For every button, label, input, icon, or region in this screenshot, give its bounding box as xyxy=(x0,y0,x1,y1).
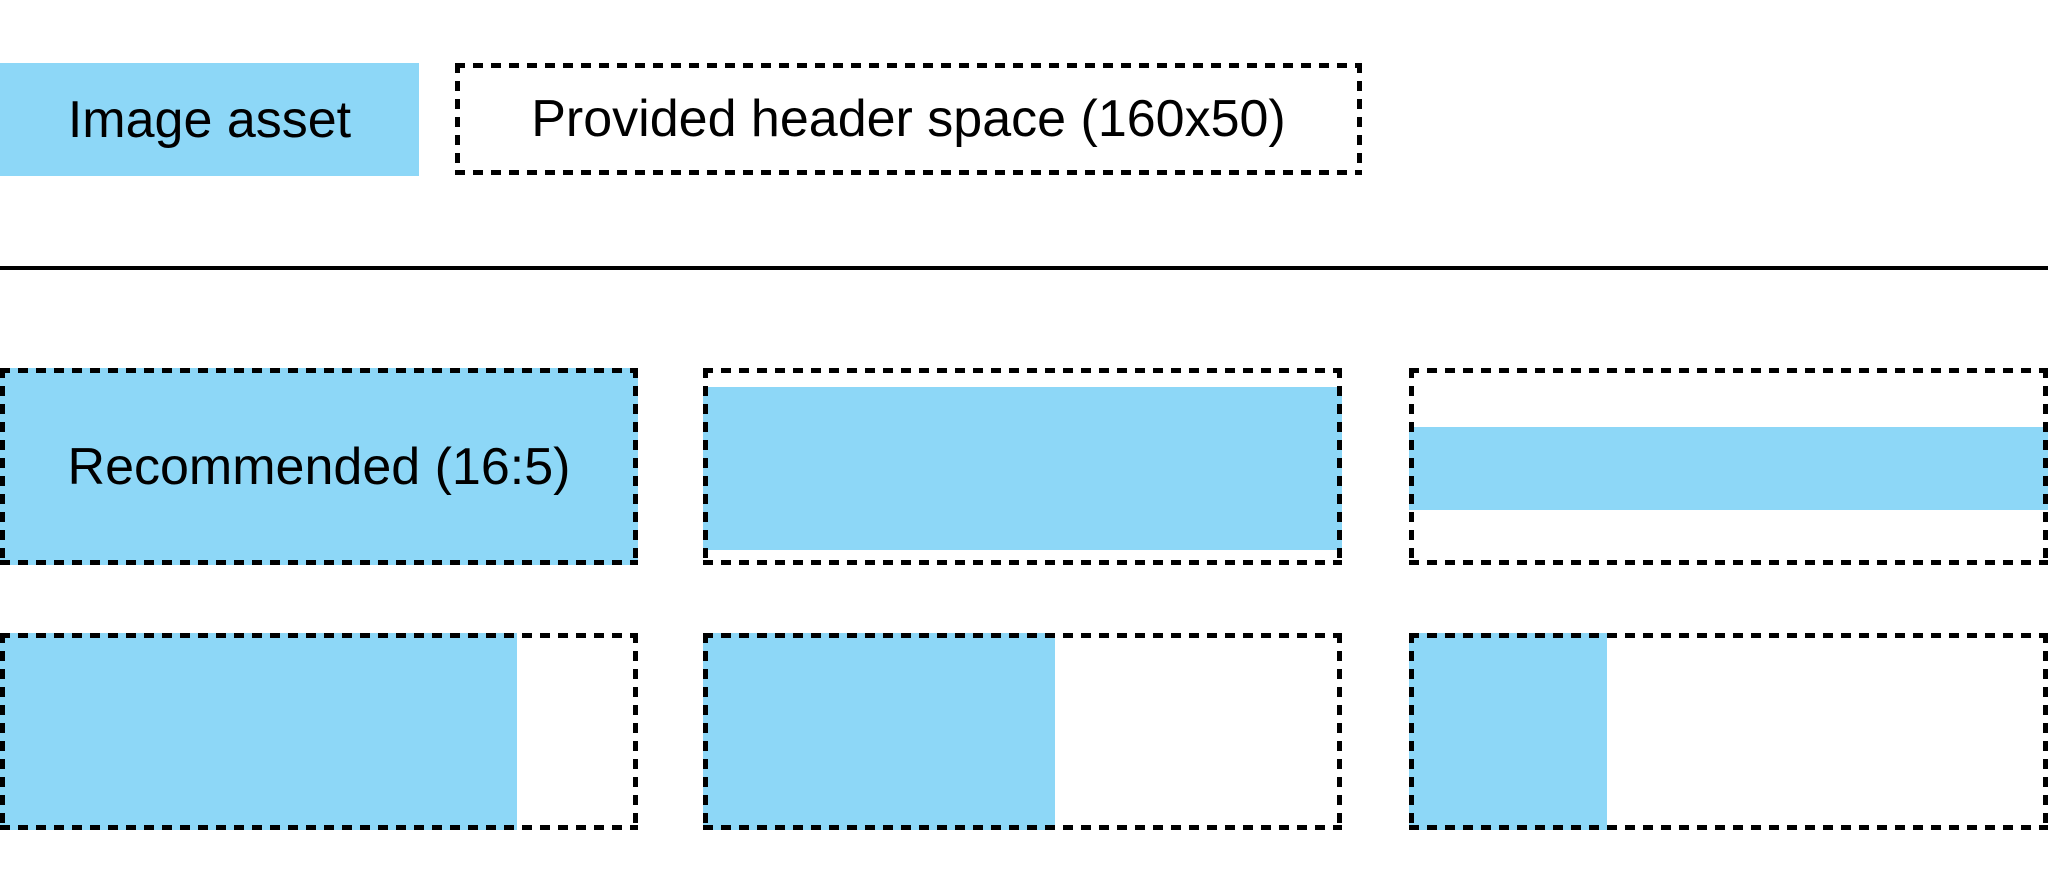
example-box-narrowest-image xyxy=(1409,633,2048,830)
image-asset-fill xyxy=(703,387,1342,550)
image-asset-fill xyxy=(1409,633,1607,830)
legend-header-space-label: Provided header space (160x50) xyxy=(531,90,1286,148)
legend-image-asset-label: Image asset xyxy=(67,90,352,149)
example-box-very-wide-image xyxy=(1409,368,2048,565)
recommended-label: Recommended (16:5) xyxy=(67,437,571,496)
image-asset-fill xyxy=(0,633,517,830)
legend-header-space-box: Provided header space (160x50) xyxy=(455,63,1362,175)
divider-line xyxy=(0,266,2048,270)
legend-image-asset-swatch: Image asset xyxy=(0,63,419,176)
image-asset-fill xyxy=(703,633,1055,830)
image-asset-fill xyxy=(1409,427,2048,510)
example-box-wide-image xyxy=(703,368,1342,565)
image-asset-fill xyxy=(0,368,638,565)
example-box-narrow-image xyxy=(0,633,638,830)
example-box-narrower-image xyxy=(703,633,1342,830)
example-box-recommended: Recommended (16:5) xyxy=(0,368,638,565)
